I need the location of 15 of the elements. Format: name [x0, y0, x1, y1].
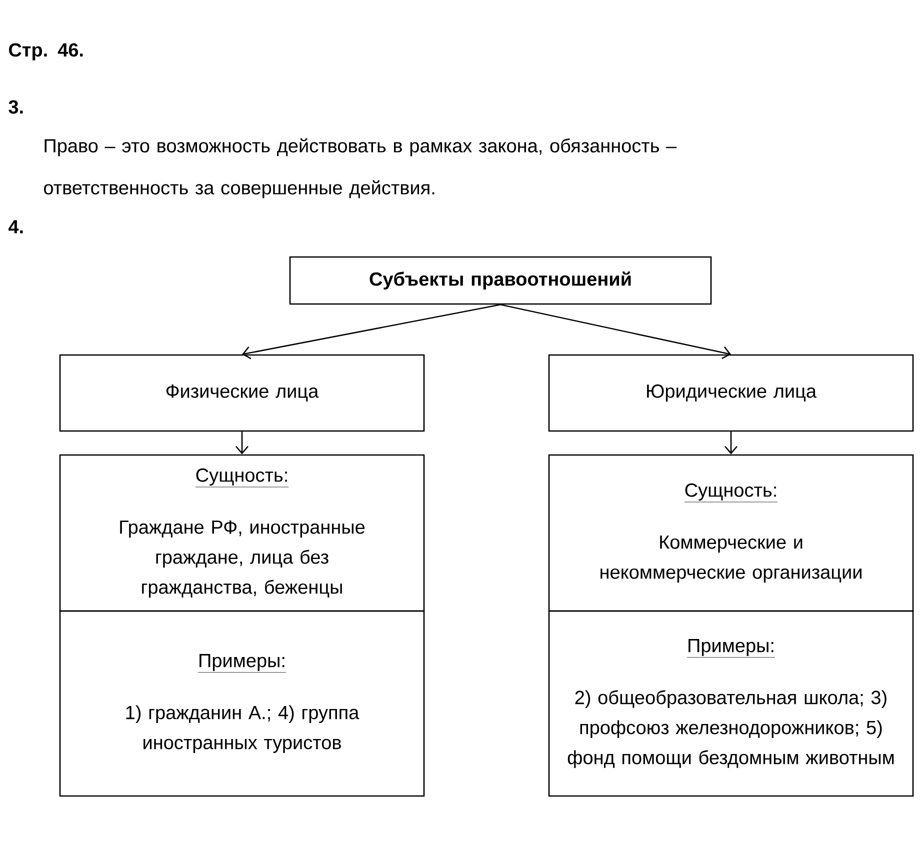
arrow — [500, 304, 731, 360]
page-heading: Стр. 46. — [8, 43, 83, 60]
arrow — [236, 432, 248, 454]
arrow — [724, 432, 738, 454]
task-number: 3. — [8, 100, 23, 114]
content-box: Сущность: Коммерческие и некоммерческие организации — [548, 454, 914, 612]
answer-text: Право – это возможность действовать в рамках закона, обязанность – ответственность за совершенные действия. — [44, 138, 677, 198]
task-number: 4. — [8, 220, 23, 234]
arrow — [242, 304, 501, 360]
category-box: Юридические лица — [548, 354, 914, 432]
content-box: Сущность: Граждане РФ, иностранные граждане, лица без гражданства, беженцы — [59, 454, 425, 612]
category-box: Физические лица — [59, 354, 425, 432]
content-box: Примеры: 2) общеобразовательная школа; 3) профсоюз железнодорожников; 5) фонд помощи бездомным животным — [548, 610, 914, 797]
title-box: Субъекты правоотношений — [289, 256, 712, 305]
content-box: Примеры: 1) гражданин А.; 4) группа иностранных туристов — [59, 610, 425, 797]
